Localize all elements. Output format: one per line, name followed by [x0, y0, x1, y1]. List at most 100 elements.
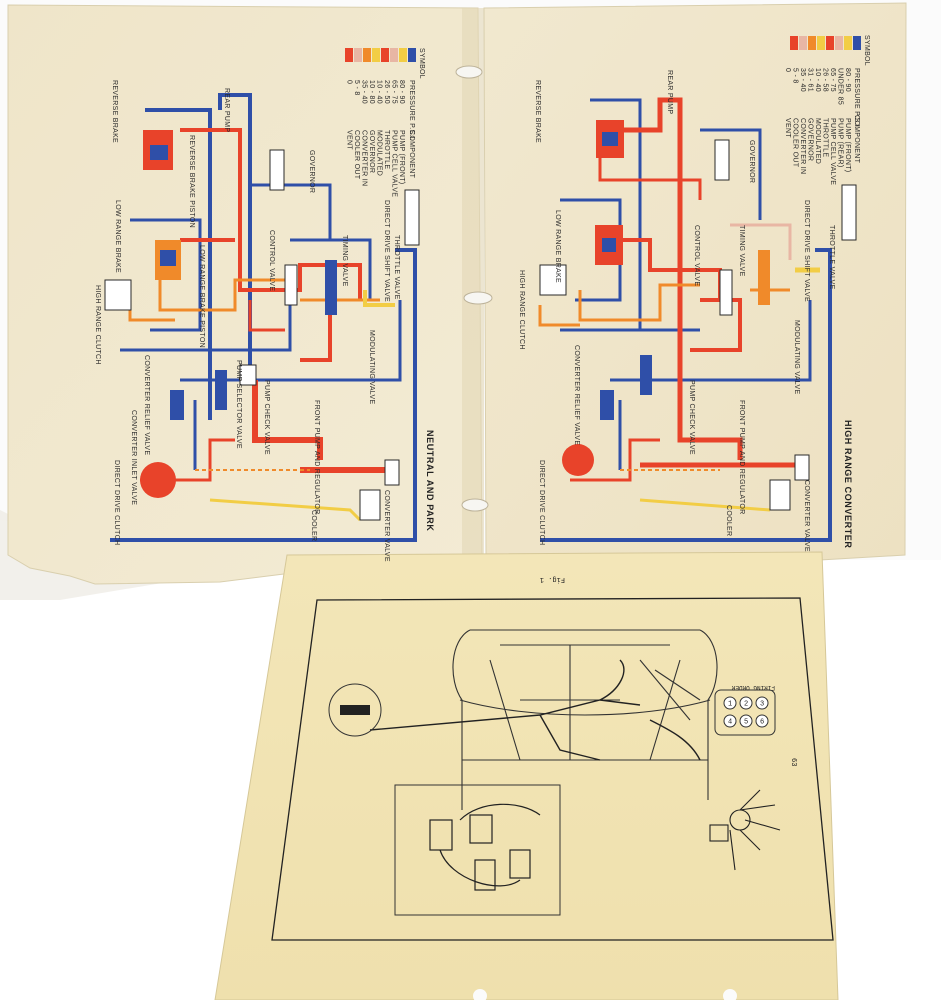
right-label-converter-valve: CONVERTER VALVE — [803, 480, 810, 552]
right-legend-pressure: 10 - 40 — [814, 68, 821, 92]
right-label-cooler: COOLER — [725, 505, 732, 536]
right-legend-pressure: 0 — [784, 68, 791, 72]
right-legend-component: MODULATED — [814, 118, 821, 164]
right-legend-text: SYMBOL PRESSURE P.S.I. COMPONENT PUMP (F… — [784, 35, 870, 185]
left-legend-pressure: 5 - 8 — [353, 80, 360, 96]
right-legend-component: GOVERNOR — [807, 118, 814, 161]
left-sheet-labels: NEUTRAL AND PARK REVERSE BRAKE REVERSE B… — [94, 80, 435, 562]
right-legend-symbol-header: SYMBOL — [863, 35, 870, 66]
left-label-low-range-brake: LOW RANGE BRAKE — [114, 200, 121, 273]
right-legend-pressure: 5 - 8 — [792, 68, 799, 84]
bottom-wiring-sheet — [214, 551, 839, 1000]
right-legend-pressure: 31 - 61 — [807, 68, 814, 92]
cylinder-number: 2 — [744, 701, 748, 709]
left-legend-component: CONVERTER IN — [361, 130, 368, 186]
left-label-timing-valve: TIMING VALVE — [341, 235, 348, 287]
right-label-high-range-clutch: HIGH RANGE CLUTCH — [518, 270, 525, 350]
left-legend-swatches — [345, 48, 416, 62]
right-label-low-range-brake: LOW RANGE BRAKE — [554, 210, 561, 283]
left-label-cooler: COOLER — [310, 510, 317, 541]
left-label-front-pump-regulator: FRONT PUMP AND REGULATOR — [313, 400, 320, 514]
left-label-throttle-valve: THROTTLE VALVE — [393, 235, 400, 300]
right-legend-component-header: COMPONENT — [853, 115, 860, 164]
right-legend-pressure-header: PRESSURE P.S.I. — [853, 68, 860, 129]
right-legend-pressure: UNDER 85 — [837, 68, 844, 105]
left-label-governor: GOVERNOR — [308, 150, 315, 193]
right-label-timing-valve: TIMING VALVE — [738, 225, 745, 277]
bottom-firing-order: FIRING ORDER — [731, 684, 775, 691]
right-sheet-title: HIGH RANGE CONVERTER — [843, 420, 853, 549]
right-legend-pressure: 26 - 58 — [822, 68, 829, 92]
right-label-throttle-valve: THROTTLE VALVE — [828, 225, 835, 290]
left-label-modulating-valve: MODULATING VALVE — [368, 330, 375, 404]
right-legend-component: CONVERTER IN — [799, 118, 806, 174]
left-legend-pressure-header: PRESSURE P.S.I. — [408, 80, 415, 141]
right-label-converter-relief-valve: CONVERTER RELIEF VALVE — [573, 345, 580, 445]
bottom-page-number: 63 — [789, 758, 797, 766]
left-legend-component: MODULATED — [376, 130, 383, 176]
left-legend-pressure: 65 - 75 — [391, 80, 398, 104]
right-label-direct-drive-clutch: DIRECT DRIVE CLUTCH — [538, 460, 545, 545]
right-legend-component: COOLER OUT — [792, 118, 799, 168]
left-hydraulic-schematic — [104, 93, 420, 542]
cylinder-number: 1 — [728, 701, 732, 709]
left-label-pump-check-valve: PUMP CHECK VALVE — [263, 380, 270, 455]
right-legend-component: PUMP (REAR) — [837, 118, 844, 167]
left-legend-symbol-header: SYMBOL — [418, 48, 425, 79]
right-label-governor: GOVERNOR — [748, 140, 755, 183]
right-label-modulating-valve: MODULATING VALVE — [793, 320, 800, 394]
left-label-direct-drive-shift-valve: DIRECT DRIVE SHIFT VALVE — [383, 200, 390, 302]
right-label-reverse-brake: REVERSE BRAKE — [534, 80, 541, 143]
left-label-converter-inlet-valve: CONVERTER INLET VALVE — [130, 410, 137, 505]
right-legend-component: PUMP CELL VALVE — [829, 118, 836, 185]
left-legend-component: PUMP (FRONT) — [398, 130, 405, 184]
left-legend-pressure: 10 - 40 — [376, 80, 383, 104]
left-legend-component: VENT — [346, 130, 353, 150]
left-legend-component: GOVERNOR — [368, 130, 375, 173]
right-legend-component: PUMP (FRONT) — [844, 118, 851, 172]
left-legend-pressure: 26 - 50 — [383, 80, 390, 104]
right-legend-pressure: 35 - 40 — [799, 68, 806, 92]
left-legend-component: COOLER OUT — [353, 130, 360, 180]
left-label-reverse-brake-piston: REVERSE BRAKE PISTON — [188, 135, 195, 228]
left-legend — [345, 48, 416, 62]
left-label-pump-selector-valve: PUMP SELECTOR VALVE — [235, 360, 242, 449]
left-label-converter-relief-valve: CONVERTER RELIEF VALVE — [143, 355, 150, 455]
right-legend-component: VENT — [784, 118, 791, 138]
right-label-pump-check-valve: PUMP CHECK VALVE — [688, 380, 695, 455]
right-label-control-valve: CONTROL VALVE — [693, 225, 700, 286]
left-legend-component: PUMP CELL VALVE — [391, 130, 398, 197]
left-sheet-title: NEUTRAL AND PARK — [425, 430, 435, 531]
left-legend-rows: PUMP (FRONT) 80 - 90 PUMP CELL VALVE 65 - 7… — [346, 80, 406, 197]
left-legend-pressure: 80 - 90 — [398, 80, 405, 104]
left-label-control-valve: CONTROL VALVE — [268, 230, 275, 291]
left-label-reverse-brake: REVERSE BRAKE — [111, 80, 118, 143]
left-legend-component-header: COMPONENT — [408, 130, 415, 179]
bottom-fig-label: Fig. 1 — [540, 575, 565, 583]
left-label-direct-drive-clutch: DIRECT DRIVE CLUTCH — [113, 460, 120, 545]
right-label-rear-pump: REAR PUMP — [666, 70, 673, 114]
right-label-front-pump-regulator: FRONT PUMP AND REGULATOR — [738, 400, 745, 514]
left-legend-text: SYMBOL PRESSURE P.S.I. COMPONENT PUMP (F… — [346, 48, 426, 197]
left-legend-pressure: 35 - 40 — [361, 80, 368, 104]
right-legend — [790, 36, 861, 50]
left-label-low-range-brake-piston: LOW RANGE BRAKE PISTON — [198, 245, 205, 348]
cylinder-number: 3 — [760, 701, 764, 709]
right-legend-swatches — [790, 36, 861, 50]
right-legend-component: THROTTLE — [822, 118, 829, 157]
left-legend-pressure: 10 - 80 — [368, 80, 375, 104]
left-legend-pressure: 0 — [346, 80, 353, 84]
cylinder-number: 4 — [728, 719, 732, 727]
left-legend-component: THROTTLE — [383, 130, 390, 169]
right-legend-pressure: 80 - 90 — [844, 68, 851, 92]
right-label-direct-drive-shift-valve: DIRECT DRIVE SHIFT VALVE — [803, 200, 810, 302]
left-label-converter-valve: CONVERTER VALVE — [383, 490, 390, 562]
right-hydraulic-schematic — [538, 97, 857, 542]
right-legend-rows: PUMP (FRONT) 80 - 90 PUMP (REAR) UNDER 85 PU… — [784, 68, 851, 185]
right-sheet-labels: HIGH RANGE CONVERTER REVERSE BRAKE REAR … — [518, 70, 853, 552]
cylinder-number: 5 — [744, 719, 748, 727]
left-label-high-range-clutch: HIGH RANGE CLUTCH — [94, 285, 101, 365]
